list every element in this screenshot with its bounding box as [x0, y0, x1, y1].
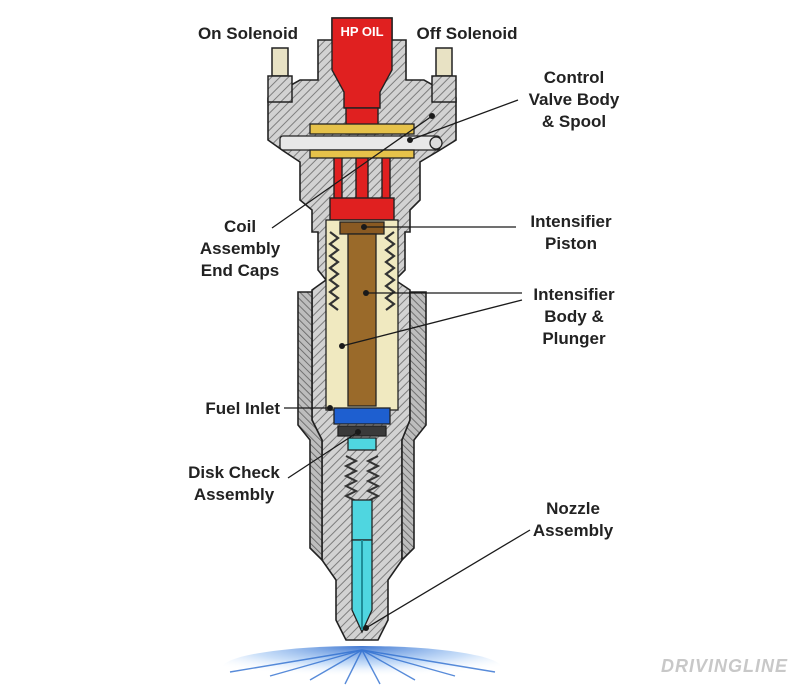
svg-text:Piston: Piston — [545, 234, 597, 253]
svg-text:Intensifier: Intensifier — [533, 285, 615, 304]
fuel-spray — [222, 646, 502, 690]
svg-text:End Caps: End Caps — [201, 261, 279, 280]
off-solenoid-label: Off Solenoid — [416, 24, 517, 43]
svg-text:Nozzle: Nozzle — [546, 499, 600, 518]
svg-text:Assembly: Assembly — [200, 239, 281, 258]
svg-text:Intensifier: Intensifier — [530, 212, 612, 231]
intensifier-piston-label: Intensifier Piston — [530, 212, 612, 253]
on-solenoid-terminal — [267, 47, 293, 103]
leader-disk-check — [287, 431, 359, 479]
leader-control-valve — [409, 99, 519, 141]
svg-text:Valve Body: Valve Body — [529, 90, 620, 109]
on-solenoid-label: On Solenoid — [198, 24, 298, 43]
svg-text:Control: Control — [544, 68, 604, 87]
hp-oil-label: HP OIL — [340, 24, 383, 39]
svg-text:Body &: Body & — [544, 307, 604, 326]
intensifier-chamber — [325, 219, 399, 411]
disk-check-label: Disk Check Assembly — [188, 463, 280, 504]
control-valve-label: Control Valve Body & Spool — [529, 68, 620, 131]
nozzle-assembly — [343, 455, 381, 634]
leader-coil-assembly — [271, 115, 433, 229]
svg-text:& Spool: & Spool — [542, 112, 606, 131]
svg-text:Plunger: Plunger — [542, 329, 606, 348]
drivingline-watermark: DRIVINGLINE — [661, 656, 788, 676]
svg-text:Assembly: Assembly — [194, 485, 275, 504]
leader-nozzle — [365, 529, 531, 629]
svg-text:Coil: Coil — [224, 217, 256, 236]
leader-plunger — [341, 299, 523, 347]
fuel-inlet-label: Fuel Inlet — [205, 399, 280, 418]
svg-text:Assembly: Assembly — [533, 521, 614, 540]
intensifier-body-label: Intensifier Body & Plunger — [533, 285, 615, 348]
leader-lines — [271, 99, 531, 631]
control-valve-spool — [279, 123, 443, 159]
coil-assembly-label: Coil Assembly End Caps — [200, 217, 281, 280]
nozzle-assembly-label: Nozzle Assembly — [533, 499, 614, 540]
svg-text:Disk Check: Disk Check — [188, 463, 280, 482]
off-solenoid-terminal — [431, 47, 457, 103]
disk-check-assembly — [333, 407, 391, 451]
